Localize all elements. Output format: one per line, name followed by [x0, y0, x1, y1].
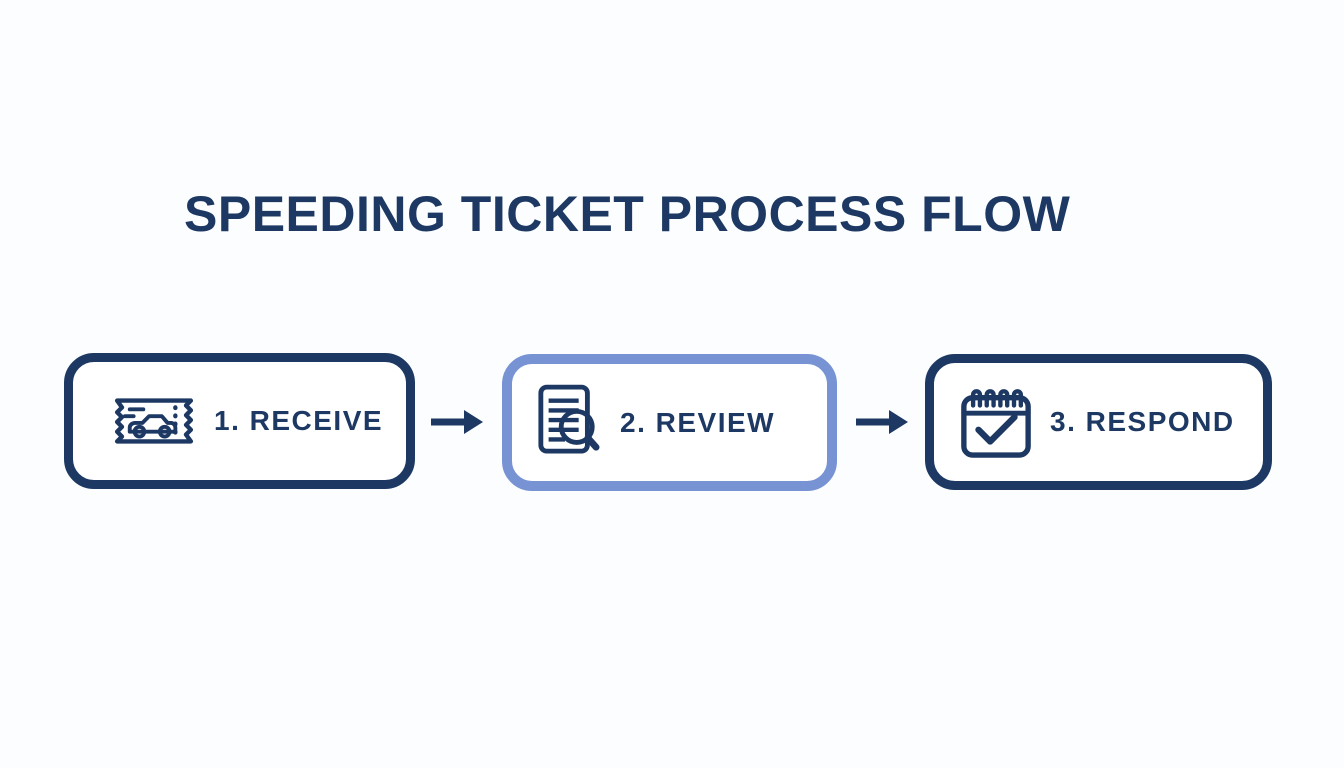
calendar-check-icon — [959, 383, 1033, 461]
speeding-ticket-icon — [107, 388, 201, 454]
document-magnifier-icon — [536, 382, 600, 464]
arrow-right-icon — [854, 407, 910, 437]
step-label-review: 2. REVIEW — [620, 406, 776, 438]
step-box-respond: 3. RESPOND — [925, 354, 1272, 490]
step-label-respond: 3. RESPOND — [1050, 406, 1235, 437]
step-box-review: 2. REVIEW — [502, 354, 837, 491]
page-title: SPEEDING TICKET PROCESS FLOW — [184, 186, 1071, 242]
step-box-receive: 1. RECEIVE — [64, 353, 415, 489]
arrow-right-icon — [429, 407, 485, 437]
step-label-receive: 1. RECEIVE — [214, 405, 384, 436]
